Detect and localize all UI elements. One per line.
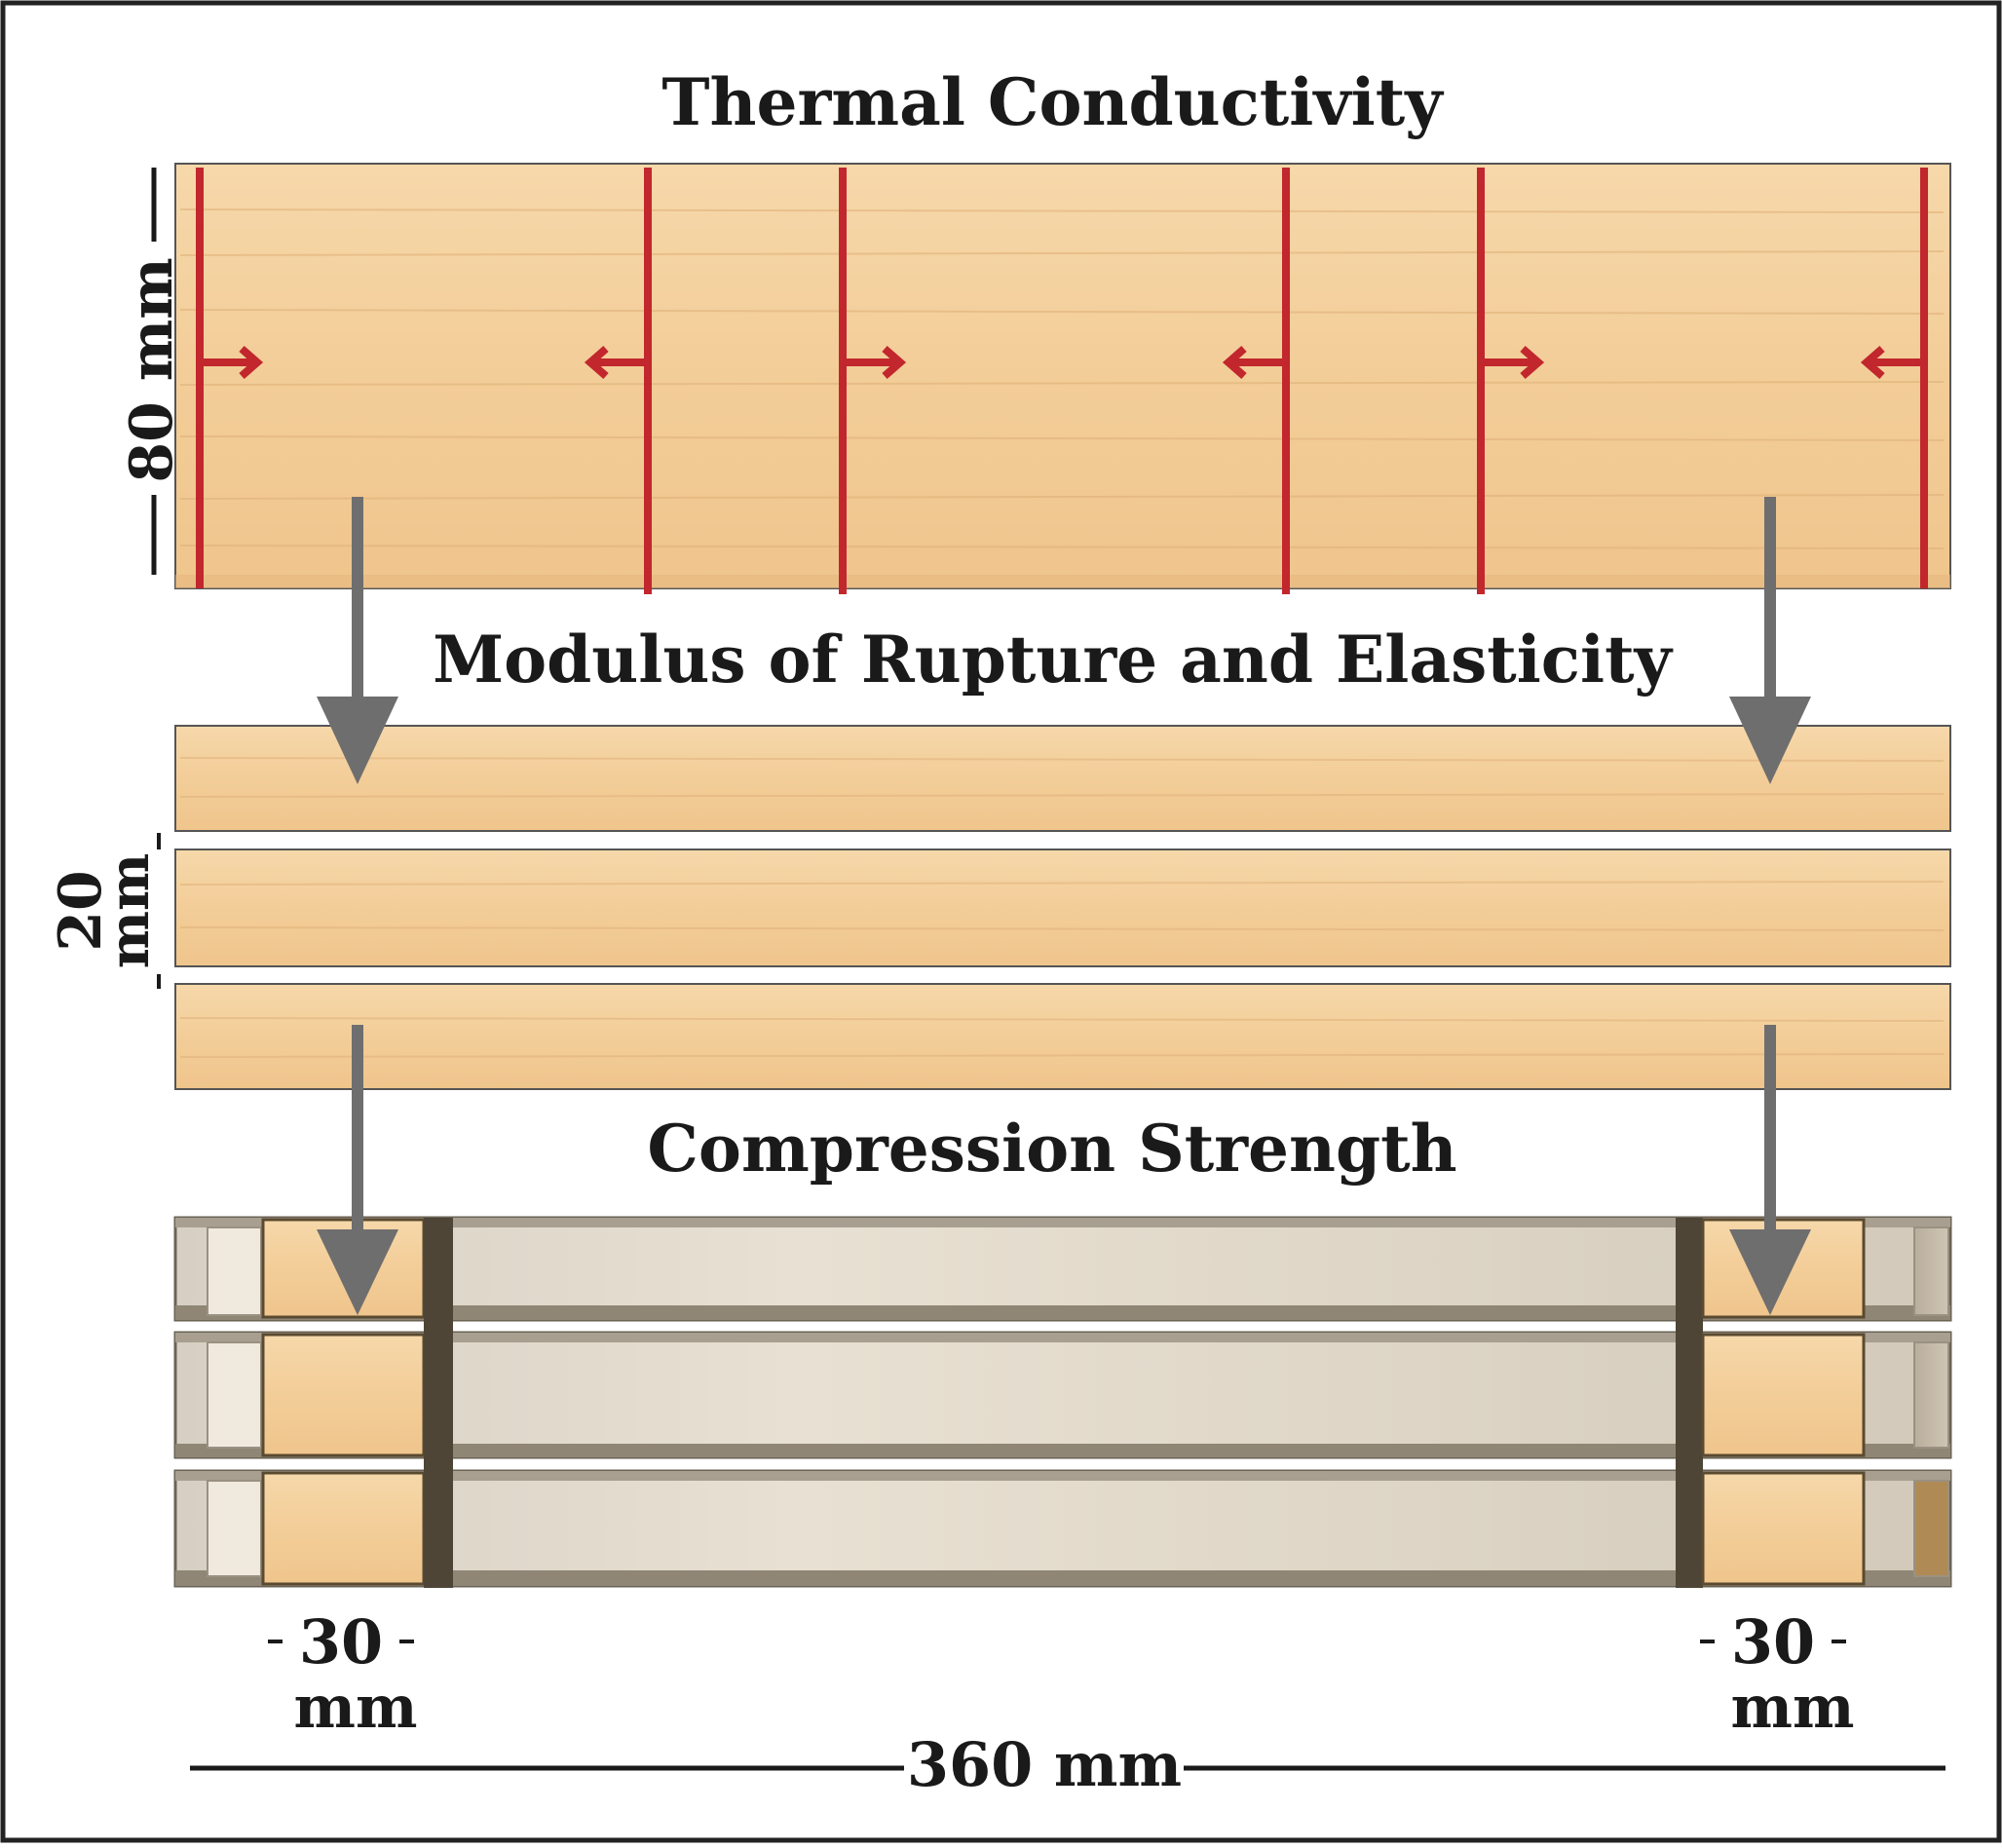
ghost-board <box>173 1216 1952 1322</box>
red-bracket-arrow-icon <box>1481 345 1545 380</box>
strip <box>174 983 1951 1090</box>
block-divider <box>1676 1218 1703 1588</box>
red-bracket-arrow-icon <box>584 345 648 380</box>
board-thermal-grain <box>179 208 1945 549</box>
title-modulus-rupture-elasticity: Modulus of Rupture and Elasticity <box>433 622 1673 698</box>
flow-arrows <box>317 497 1811 1315</box>
label-20-unit: mm <box>97 853 162 969</box>
strips-rupture <box>174 725 1951 1090</box>
label-80mm: 80 mm <box>118 257 186 482</box>
ghost-board <box>173 1331 1952 1459</box>
title-compression-strength: Compression Strength <box>647 1111 1456 1187</box>
label-30-left: 30 <box>299 1606 383 1678</box>
label-30-left-unit: mm <box>294 1674 418 1742</box>
red-bracket-arrow-icon <box>200 345 264 380</box>
cut-lines <box>196 168 1928 594</box>
red-bracket-arrow-icon <box>1860 345 1924 380</box>
specimen-blocks-right <box>1676 1218 1866 1588</box>
label-30-right: 30 <box>1731 1606 1815 1678</box>
dimension-20mm: 20 mm <box>47 833 162 989</box>
dimension-80mm: 80 mm <box>118 168 186 575</box>
down-arrow-icon <box>317 1025 398 1315</box>
down-arrow-icon <box>1729 1025 1811 1315</box>
ghost-stack <box>173 1216 1952 1588</box>
dimension-360mm: 360 mm <box>190 1729 1945 1800</box>
label-20: 20 <box>47 870 115 952</box>
board-thermal-body <box>174 163 1951 589</box>
cut-markers <box>200 345 1924 380</box>
block-divider <box>424 1218 453 1588</box>
dimension-30mm-right: 30 mm <box>1700 1606 1854 1742</box>
title-thermal-conductivity: Thermal Conductivity <box>661 64 1444 140</box>
specimen-block <box>261 1333 426 1457</box>
down-arrow-icon <box>1729 497 1811 784</box>
red-bracket-arrow-icon <box>843 345 907 380</box>
specimen-block <box>261 1471 426 1586</box>
specimen-block <box>1701 1333 1866 1457</box>
label-30-right-unit: mm <box>1731 1674 1855 1742</box>
ghost-board <box>173 1469 1952 1588</box>
dimension-30mm-left: 30 mm <box>268 1606 417 1742</box>
red-bracket-arrow-icon <box>1222 345 1286 380</box>
strip <box>174 725 1951 832</box>
strip <box>174 849 1951 967</box>
board-thermal <box>174 163 1951 589</box>
down-arrow-icon <box>317 497 398 784</box>
specimen-block <box>1701 1471 1866 1586</box>
label-360mm: 360 mm <box>907 1729 1182 1800</box>
